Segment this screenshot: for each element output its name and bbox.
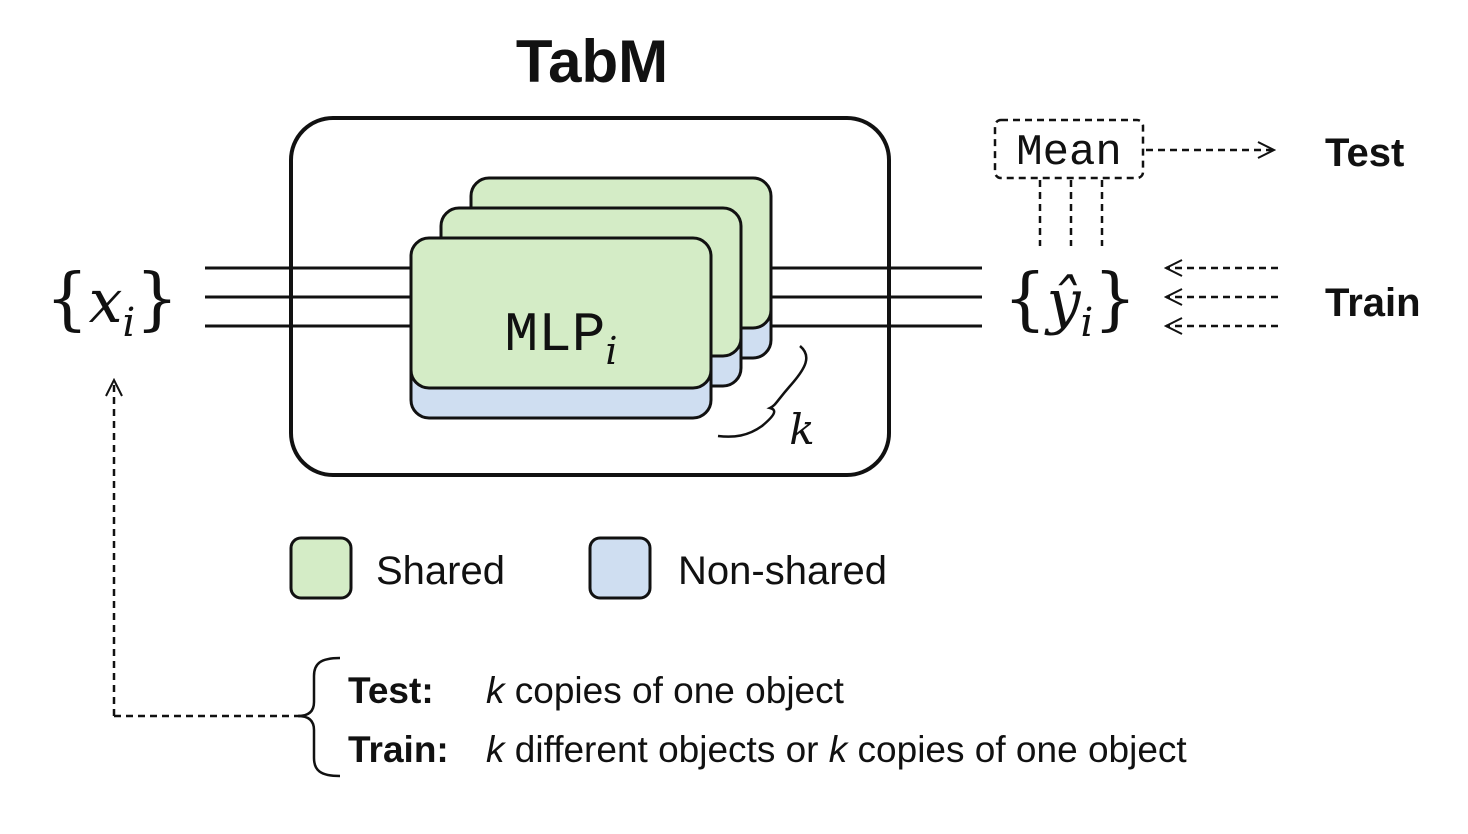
train-arrows bbox=[1166, 268, 1278, 326]
k-label: k bbox=[789, 405, 814, 454]
notes-test-line: Test:k copies of one object bbox=[348, 670, 845, 711]
legend-shared-label: Shared bbox=[376, 549, 505, 593]
notes-brace-icon bbox=[297, 656, 341, 778]
mean-label: Mean bbox=[1016, 128, 1122, 178]
input-label: {xi} bbox=[45, 260, 178, 346]
legend-shared-swatch bbox=[289, 536, 353, 600]
mean-box bbox=[993, 118, 1145, 180]
input-feedback-arrow bbox=[114, 380, 300, 718]
output-lines bbox=[770, 266, 982, 328]
output-label: {ŷi} bbox=[1003, 260, 1136, 346]
legend-non-shared-label: Non-shared bbox=[678, 549, 887, 593]
mlp-label: MLPi bbox=[505, 303, 618, 373]
mean-connectors bbox=[1038, 180, 1104, 246]
diagram-title: TabM bbox=[516, 28, 668, 95]
notes-train-line: Train:k different objects or k copies of… bbox=[348, 729, 1187, 770]
legend-non-shared-swatch bbox=[588, 536, 652, 600]
k-brace-icon bbox=[717, 345, 808, 438]
test-mode-label: Test bbox=[1325, 131, 1404, 175]
tabm-container bbox=[289, 116, 891, 477]
train-mode-label: Train bbox=[1325, 281, 1421, 325]
mlp-card-front bbox=[409, 236, 713, 420]
input-lines bbox=[205, 266, 415, 328]
